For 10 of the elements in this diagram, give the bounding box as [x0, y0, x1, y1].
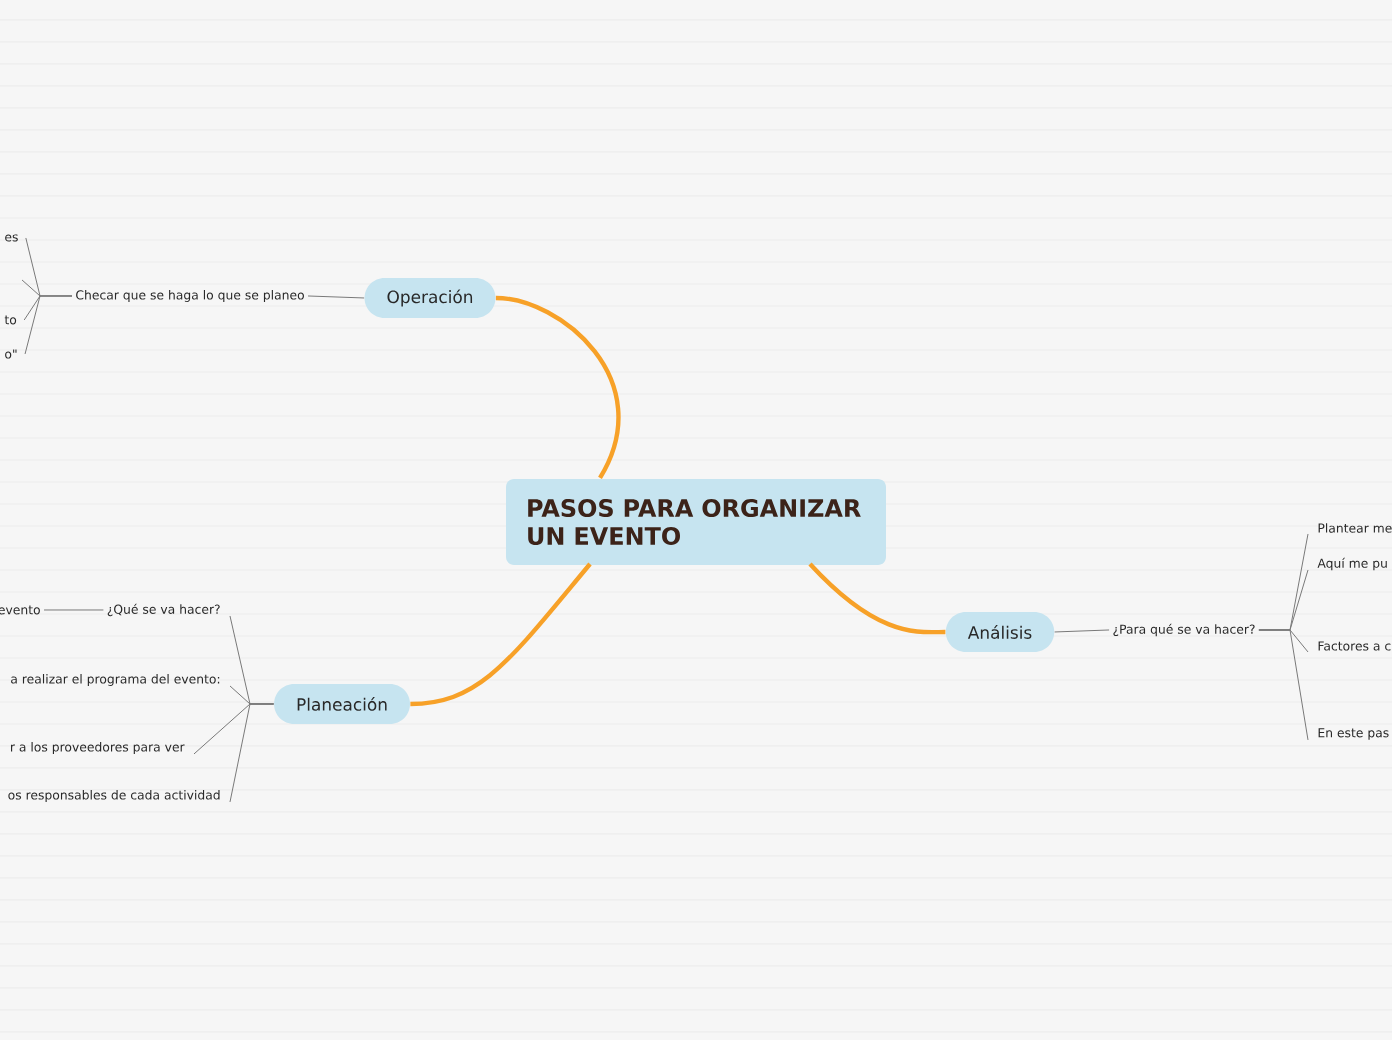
connector-line	[43, 609, 104, 611]
connector-line	[307, 295, 365, 299]
connector-line	[495, 295, 621, 479]
connector-line	[1258, 629, 1309, 741]
connector-line	[24, 295, 73, 355]
central-topic-box: PASOS PARA ORGANIZAR UN EVENTO	[506, 479, 886, 565]
connector-line	[229, 703, 275, 803]
connector-line	[808, 562, 946, 635]
connector-line	[1054, 629, 1110, 633]
connector-line	[410, 562, 592, 707]
